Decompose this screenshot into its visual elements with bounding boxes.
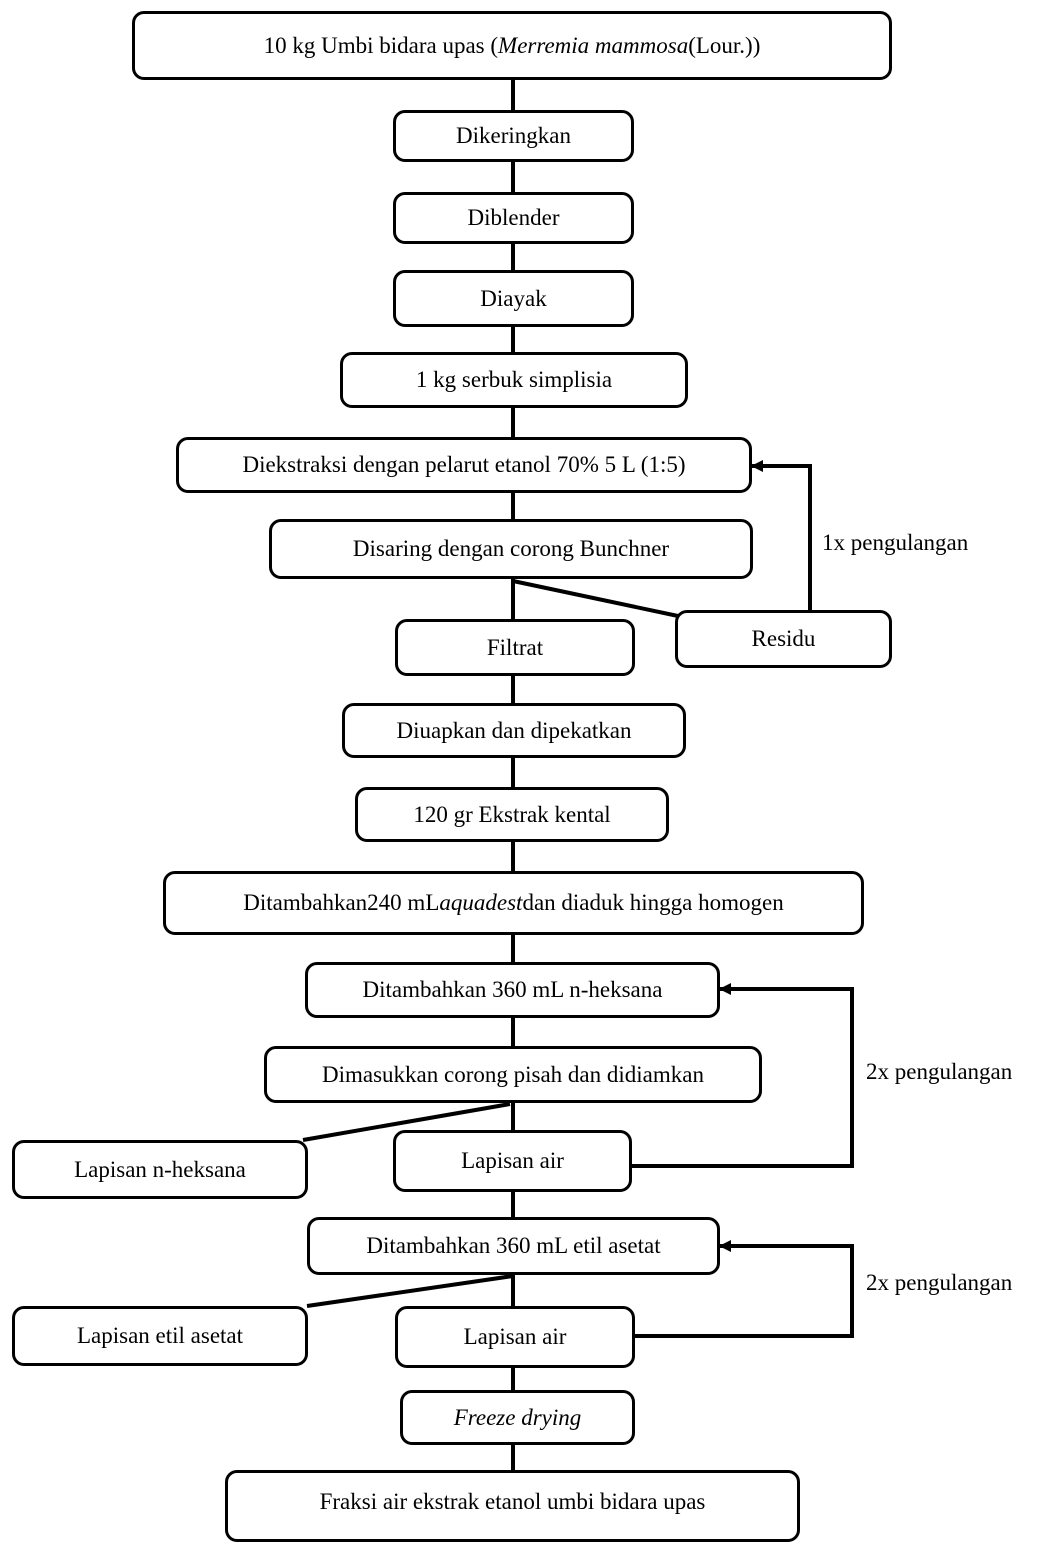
aquadest-term: aquadest — [439, 890, 523, 915]
add-water-text: Ditambahkan240 mL — [243, 890, 440, 915]
step-add-ethyl: Ditambahkan 360 mL etil asetat — [307, 1217, 720, 1275]
step-water-layer-2: Lapisan air — [395, 1306, 635, 1368]
loop-arrow-ethyl — [632, 1240, 854, 1338]
step-start-text: 10 kg Umbi bidara upas ( — [263, 32, 499, 58]
loop-arrow-extraction — [751, 460, 812, 610]
step-add-water: Ditambahkan240 mL aquadest dan diaduk hi… — [163, 871, 864, 935]
step-separate: Dimasukkan corong pisah dan didiamkan — [264, 1046, 762, 1103]
loop-arrow-hexane — [632, 983, 854, 1168]
step-hexane-layer: Lapisan n-heksana — [12, 1140, 308, 1199]
step-residue: Residu — [675, 610, 892, 668]
species-author: (Lour.)) — [688, 32, 761, 58]
loop-label-hexane: 2x pengulangan — [866, 1059, 1013, 1084]
loop-label-extraction: 1x pengulangan — [822, 530, 969, 555]
branch-line-residue — [512, 579, 679, 618]
branch-line-ethyl — [306, 1274, 514, 1308]
step-powder: 1 kg serbuk simplisia — [340, 352, 688, 408]
step-add-hexane: Ditambahkan 360 mL n-heksana — [305, 962, 720, 1018]
step-dry: Dikeringkan — [393, 110, 634, 162]
step-final: Fraksi air ekstrak etanol umbi bidara up… — [225, 1470, 800, 1542]
step-freeze-drying: Freeze drying — [400, 1390, 635, 1445]
step-filtrate: Filtrat — [395, 619, 635, 676]
step-evaporate: Diuapkan dan dipekatkan — [342, 703, 686, 758]
step-filter: Disaring dengan corong Bunchner — [269, 519, 753, 579]
step-ethyl-layer: Lapisan etil asetat — [12, 1306, 308, 1366]
loop-label-ethyl: 2x pengulangan — [866, 1270, 1013, 1295]
step-thick-extract: 120 gr Ekstrak kental — [355, 787, 669, 842]
step-water-layer-1: Lapisan air — [393, 1130, 632, 1192]
add-water-rest: dan diaduk hingga homogen — [522, 890, 784, 915]
species-name: Merremia mammosa — [498, 32, 689, 58]
branch-line-hexane — [302, 1102, 511, 1142]
step-extract: Diekstraksi dengan pelarut etanol 70% 5 … — [176, 437, 752, 493]
step-sieve: Diayak — [393, 270, 634, 327]
step-start: 10 kg Umbi bidara upas (Merremia mammosa… — [132, 11, 892, 80]
step-blend: Diblender — [393, 192, 634, 244]
